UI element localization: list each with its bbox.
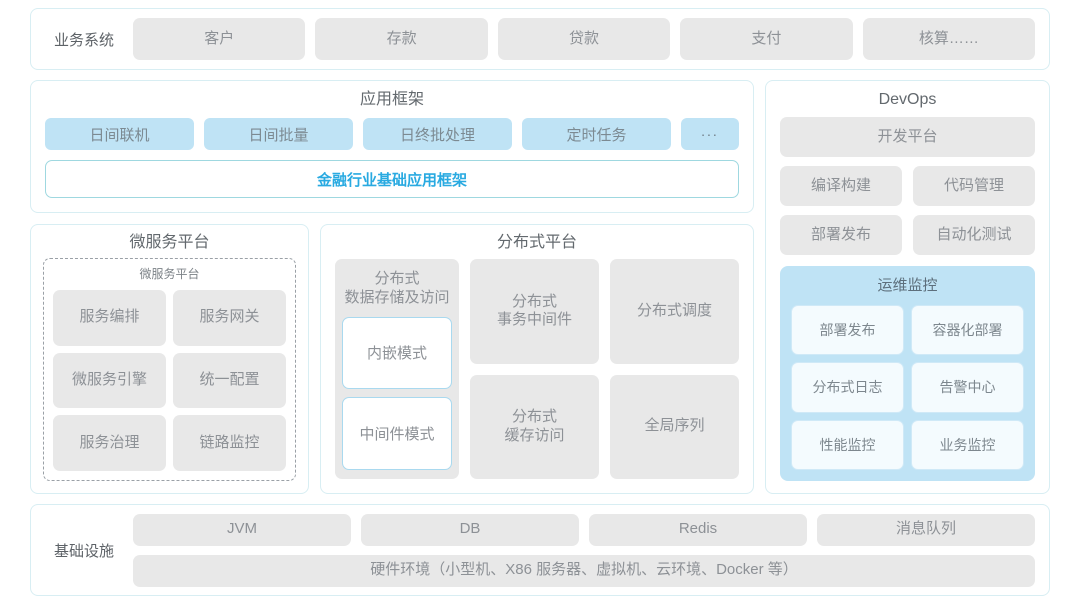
business-system-chip[interactable]: 客户: [133, 18, 306, 60]
business-system-chip[interactable]: 贷款: [497, 18, 671, 60]
devops-item[interactable]: 代码管理: [913, 166, 1035, 206]
business-system-chip[interactable]: 支付: [680, 18, 853, 60]
app-framework-more-chip[interactable]: ...: [681, 118, 739, 150]
business-systems-chips: 客户 存款 贷款 支付 核算……: [133, 18, 1036, 60]
distributed-item[interactable]: 分布式 事务中间件: [470, 259, 599, 364]
microservice-item[interactable]: 微服务引擎: [53, 352, 166, 409]
microservice-item[interactable]: 链路监控: [173, 415, 286, 471]
distributed-storage-title: 分布式 数据存储及访问: [344, 270, 450, 306]
distributed-platform-body: 分布式 数据存储及访问 内嵌模式 中间件模式 分布式 事务中间件 分布式调度 分…: [335, 259, 739, 479]
ops-monitoring-title: 运维监控: [877, 277, 938, 294]
microservice-items-grid: 服务编排 服务网关 微服务引擎 统一配置 服务治理 链路监控: [53, 289, 286, 471]
distributed-platform-title: 分布式平台: [496, 234, 577, 251]
microservice-dashed-group: 微服务平台 服务编排 服务网关 微服务引擎 统一配置 服务治理 链路监控: [43, 258, 296, 481]
microservice-platform-title: 微服务平台: [129, 234, 210, 251]
distributed-storage-mode[interactable]: 内嵌模式: [342, 316, 452, 390]
ops-monitoring-group: 运维监控 部署发布 容器化部署 分布式日志 告警中心 性能监控 业务监控: [780, 266, 1035, 481]
infrastructure-item[interactable]: JVM: [133, 513, 351, 546]
ops-monitoring-item[interactable]: 告警中心: [911, 362, 1024, 413]
application-framework-panel: 应用框架 日间联机 日间批量 日终批处理 定时任务 ... 金融行业基础应用框架: [30, 80, 754, 213]
microservice-inner-title: 微服务平台: [139, 267, 200, 281]
app-framework-chip[interactable]: 日终批处理: [363, 118, 512, 150]
microservice-item[interactable]: 服务治理: [53, 415, 166, 471]
devops-dev-platform[interactable]: 开发平台: [780, 117, 1035, 157]
devops-item[interactable]: 编译构建: [780, 166, 902, 206]
distributed-storage-mode[interactable]: 中间件模式: [342, 397, 452, 470]
infrastructure-components: JVM DB Redis 消息队列: [133, 513, 1035, 546]
platform-column: 应用框架 日间联机 日间批量 日终批处理 定时任务 ... 金融行业基础应用框架…: [30, 80, 754, 494]
ops-monitoring-grid: 部署发布 容器化部署 分布式日志 告警中心 性能监控 业务监控: [791, 305, 1024, 470]
app-framework-chip[interactable]: 日间批量: [204, 118, 353, 150]
business-system-chip[interactable]: 存款: [315, 18, 488, 60]
microservice-item[interactable]: 服务编排: [53, 289, 166, 346]
infrastructure-row: 基础设施 JVM DB Redis 消息队列 硬件环境（小型机、X86 服务器、…: [30, 504, 1050, 596]
devops-item[interactable]: 部署发布: [780, 215, 902, 255]
devops-item[interactable]: 自动化测试: [913, 215, 1035, 255]
infrastructure-item[interactable]: DB: [361, 513, 579, 546]
devops-row: 部署发布 自动化测试: [780, 215, 1035, 255]
devops-panel: DevOps 开发平台 编译构建 代码管理 部署发布 自动化测试 运维监控 部署…: [765, 80, 1050, 494]
application-framework-title: 应用框架: [359, 91, 424, 108]
middle-section: 应用框架 日间联机 日间批量 日终批处理 定时任务 ... 金融行业基础应用框架…: [30, 80, 1050, 494]
business-systems-label: 业务系统: [53, 31, 114, 49]
ops-monitoring-item[interactable]: 性能监控: [791, 419, 904, 470]
distributed-platform-panel: 分布式平台 分布式 数据存储及访问 内嵌模式 中间件模式 分布式 事务中间件 分…: [320, 224, 754, 494]
distributed-items-grid: 分布式 事务中间件 分布式调度 分布式 缓存访问 全局序列: [470, 259, 739, 479]
infrastructure-item[interactable]: 消息队列: [817, 513, 1035, 546]
ops-monitoring-item[interactable]: 部署发布: [791, 305, 904, 356]
distributed-item[interactable]: 分布式 缓存访问: [470, 374, 599, 479]
microservice-platform-panel: 微服务平台 微服务平台 服务编排 服务网关 微服务引擎 统一配置 服务治理 链路…: [30, 224, 309, 494]
ops-monitoring-item[interactable]: 容器化部署: [911, 305, 1024, 356]
ops-monitoring-item[interactable]: 业务监控: [911, 419, 1024, 470]
devops-tools-group: 开发平台 编译构建 代码管理 部署发布 自动化测试: [780, 117, 1035, 255]
distributed-item[interactable]: 全局序列: [610, 374, 739, 479]
app-framework-chip[interactable]: 日间联机: [45, 118, 194, 150]
devops-title: DevOps: [878, 91, 937, 108]
app-framework-chip[interactable]: 定时任务: [522, 118, 671, 150]
distributed-item[interactable]: 分布式调度: [610, 259, 739, 364]
application-framework-chips: 日间联机 日间批量 日终批处理 定时任务 ...: [45, 118, 739, 150]
infrastructure-stack: JVM DB Redis 消息队列 硬件环境（小型机、X86 服务器、虚拟机、云…: [133, 513, 1035, 587]
business-systems-row: 业务系统 客户 存款 贷款 支付 核算……: [30, 8, 1050, 70]
lower-platform-row: 微服务平台 微服务平台 服务编排 服务网关 微服务引擎 统一配置 服务治理 链路…: [30, 224, 754, 494]
hardware-environment-bar[interactable]: 硬件环境（小型机、X86 服务器、虚拟机、云环境、Docker 等）: [133, 554, 1035, 587]
distributed-storage-card[interactable]: 分布式 数据存储及访问 内嵌模式 中间件模式: [335, 259, 459, 479]
microservice-item[interactable]: 服务网关: [173, 289, 286, 346]
ops-monitoring-item[interactable]: 分布式日志: [791, 362, 904, 413]
infrastructure-item[interactable]: Redis: [589, 513, 807, 546]
finance-base-framework-bar[interactable]: 金融行业基础应用框架: [45, 160, 739, 198]
infrastructure-label: 基础设施: [53, 542, 114, 560]
devops-row: 编译构建 代码管理: [780, 166, 1035, 206]
microservice-item[interactable]: 统一配置: [173, 352, 286, 409]
business-system-chip[interactable]: 核算……: [862, 18, 1036, 60]
